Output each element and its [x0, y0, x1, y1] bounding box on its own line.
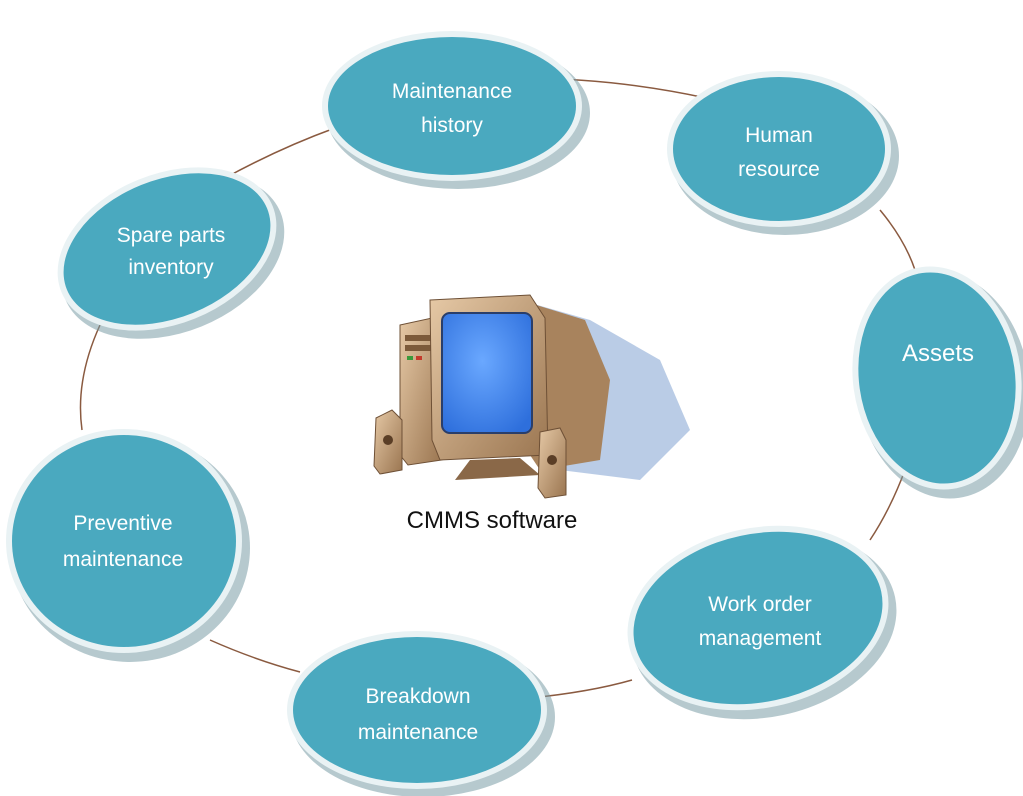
connector-hr-assets [879, 209, 916, 271]
tower-drive [405, 335, 431, 341]
node-ellipse [673, 77, 885, 221]
node-label-line-1: Human [745, 124, 813, 147]
center-label: CMMS software [407, 507, 578, 534]
node-label-line-2: management [699, 627, 822, 650]
node-maintenance-history: Maintenance history [322, 31, 590, 189]
node-work-order-management: Work order management [627, 525, 897, 720]
node-ellipse [633, 531, 883, 705]
connector-breakdown-preventive [209, 639, 301, 673]
monitor-stand [455, 458, 540, 480]
node-ellipse [328, 37, 576, 175]
node-ellipse [12, 435, 236, 647]
node-label-line-1: Preventive [73, 512, 172, 535]
node-breakdown-maintenance: Breakdown maintenance [287, 631, 555, 796]
connector-preventive-spare [79, 324, 101, 431]
node-preventive-maintenance: Preventive maintenance [6, 429, 250, 662]
node-label-line-2: history [421, 114, 483, 137]
node-label-line-1: Breakdown [365, 685, 470, 708]
computer-icon [373, 294, 690, 499]
node-label-line-2: maintenance [358, 721, 478, 744]
tower-drive [405, 345, 431, 351]
tower-led [407, 356, 413, 360]
node-ellipse [293, 637, 541, 783]
node-label-line-1: Spare parts [117, 224, 226, 247]
node-label-line-2: inventory [128, 256, 214, 279]
node-assets: Assets [852, 266, 1023, 499]
speaker-cone [383, 435, 393, 445]
tower-led [416, 356, 422, 360]
node-label-line-1: Work order [708, 593, 811, 616]
node-label-line-2: maintenance [63, 548, 183, 571]
node-ellipse [858, 272, 1016, 484]
node-spare-parts-inventory: Spare parts inventory [57, 167, 285, 339]
node-human-resource: Human resource [667, 71, 899, 235]
node-ellipse [63, 173, 271, 325]
node-label-line-2: resource [738, 158, 820, 181]
connector-spare-history [224, 127, 336, 179]
monitor-screen [441, 312, 533, 434]
connector-assets-workorder [869, 469, 906, 541]
node-label-line-1: Maintenance [392, 80, 512, 103]
speaker-cone [547, 455, 557, 465]
node-label-line-1: Assets [902, 340, 974, 367]
